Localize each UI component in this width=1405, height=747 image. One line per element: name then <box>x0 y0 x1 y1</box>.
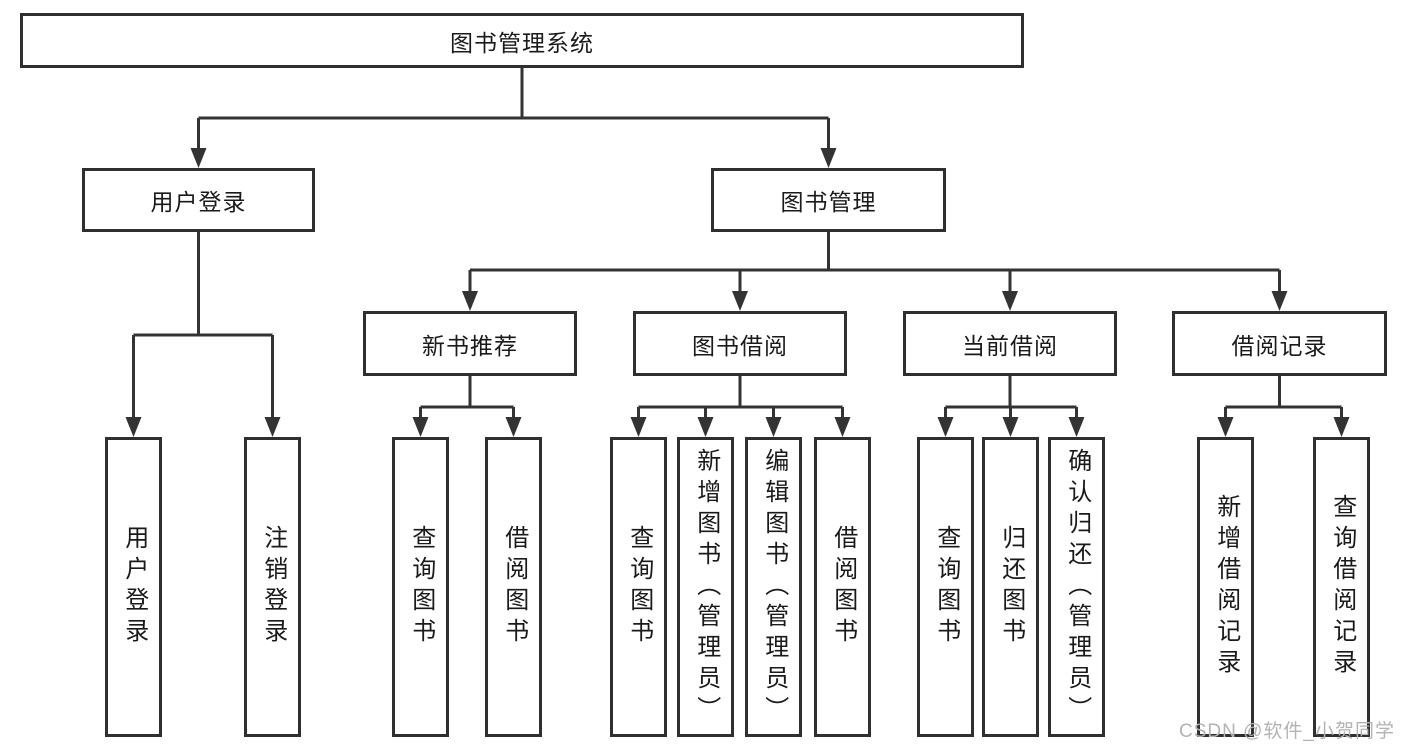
node-new-book-recommend-label: 新书推荐 <box>422 332 518 359</box>
leaf-recommend-query-books-label: 查询图书 <box>407 525 435 649</box>
node-library-system: 图书管理系统 <box>20 13 1024 68</box>
leaf-records-add-borrow-record: 新增借阅记录 <box>1197 437 1254 737</box>
leaf-current-return-books: 归还图书 <box>982 437 1039 737</box>
leaf-borrowing-borrow-books-label: 借阅图书 <box>829 525 857 649</box>
leaf-current-confirm-return-admin: 确认归还（管理员） <box>1048 437 1105 737</box>
leaf-recommend-borrow-books: 借阅图书 <box>485 437 542 737</box>
leaf-user-login: 用户登录 <box>105 437 162 737</box>
leaf-logout-label: 注销登录 <box>259 525 287 649</box>
leaf-records-query-borrow-record-label: 查询借阅记录 <box>1328 494 1356 680</box>
node-book-management-label: 图书管理 <box>780 189 877 215</box>
node-current-borrowing-label: 当前借阅 <box>962 332 1058 359</box>
node-book-borrowing: 图书借阅 <box>633 311 847 376</box>
node-user-login-label: 用户登录 <box>150 189 247 215</box>
leaf-borrowing-add-books-admin-label: 新增图书（管理员） <box>692 447 720 727</box>
arrowheads <box>125 148 1350 437</box>
leaf-borrowing-query-books-label: 查询图书 <box>625 525 653 649</box>
leaf-records-query-borrow-record: 查询借阅记录 <box>1313 437 1370 737</box>
watermark-text: CSDN @软件_小贺同学 <box>1179 721 1395 742</box>
leaf-recommend-query-books: 查询图书 <box>392 437 449 737</box>
node-borrowing-records-label: 借阅记录 <box>1231 332 1328 359</box>
leaf-current-query-books-label: 查询图书 <box>932 525 960 649</box>
node-new-book-recommend: 新书推荐 <box>363 311 577 376</box>
leaf-current-query-books: 查询图书 <box>917 437 974 737</box>
node-book-borrowing-label: 图书借阅 <box>692 332 788 359</box>
leaf-user-login-label: 用户登录 <box>120 525 148 649</box>
leaf-borrowing-edit-books-admin-label: 编辑图书（管理员） <box>760 447 788 727</box>
leaf-current-return-books-label: 归还图书 <box>997 525 1025 649</box>
node-borrowing-records: 借阅记录 <box>1172 311 1387 376</box>
node-library-system-label: 图书管理系统 <box>450 29 594 56</box>
leaf-borrowing-borrow-books: 借阅图书 <box>814 437 871 737</box>
leaf-logout: 注销登录 <box>244 437 301 737</box>
leaf-borrowing-add-books-admin: 新增图书（管理员） <box>677 437 734 737</box>
node-user-login: 用户登录 <box>82 168 315 232</box>
leaf-recommend-borrow-books-label: 借阅图书 <box>500 525 528 649</box>
leaf-current-confirm-return-admin-label: 确认归还（管理员） <box>1063 447 1091 727</box>
tree-edges <box>132 68 1343 419</box>
leaf-records-add-borrow-record-label: 新增借阅记录 <box>1212 494 1240 680</box>
leaf-borrowing-query-books: 查询图书 <box>610 437 667 737</box>
leaf-borrowing-edit-books-admin: 编辑图书（管理员） <box>745 437 802 737</box>
node-current-borrowing: 当前借阅 <box>903 311 1117 376</box>
node-book-management: 图书管理 <box>711 168 946 232</box>
